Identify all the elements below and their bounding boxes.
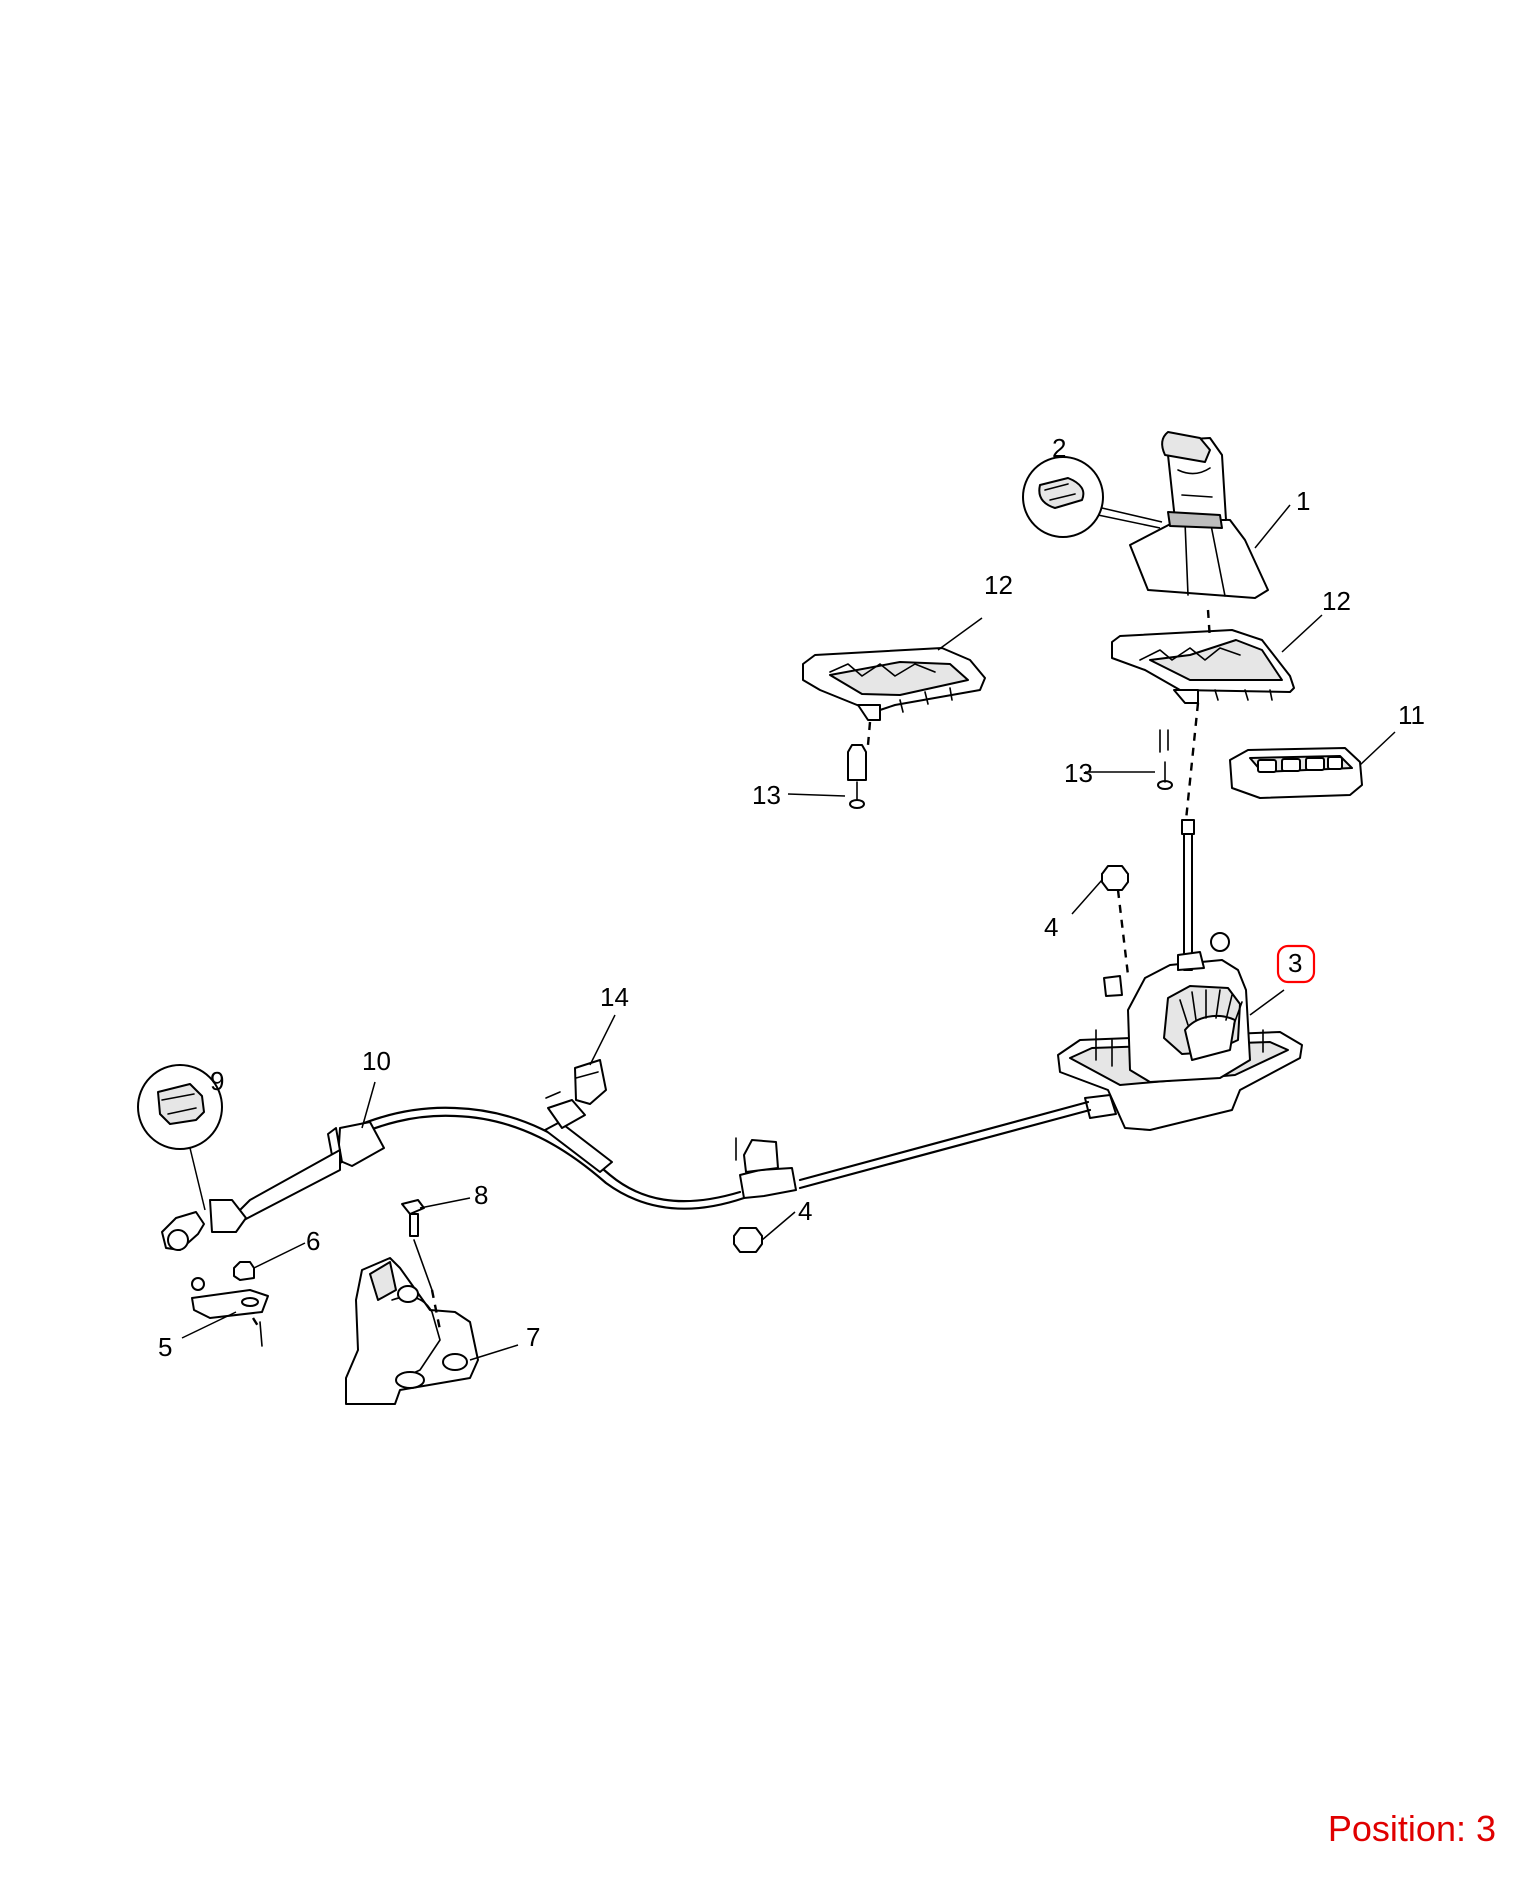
- nut-lower[interactable]: [733, 1227, 763, 1253]
- callout-9[interactable]: 9: [210, 1066, 224, 1096]
- console-trim-frame-left[interactable]: [802, 647, 986, 721]
- callout-13-left[interactable]: 13: [752, 780, 781, 810]
- cable-retaining-clip[interactable]: [545, 1059, 607, 1129]
- callout-8[interactable]: 8: [474, 1180, 488, 1210]
- callout-10[interactable]: 10: [362, 1046, 391, 1076]
- position-label: Position: 3: [1327, 1808, 1496, 1849]
- callout-14[interactable]: 14: [600, 982, 629, 1012]
- callout-12-right[interactable]: 12: [1322, 586, 1351, 616]
- callout-labels: 1 2 3 4 4 5 6 7 8 9 10 11 12 12 13 13 14: [158, 433, 1425, 1362]
- shift-cable[interactable]: [161, 1100, 1092, 1251]
- gear-knob-with-boot[interactable]: [1129, 431, 1269, 599]
- cable-end-bushing-detail[interactable]: [137, 1064, 223, 1211]
- callout-12-left[interactable]: 12: [984, 570, 1013, 600]
- nut-small[interactable]: [233, 1261, 255, 1281]
- selector-lever[interactable]: [191, 1277, 269, 1347]
- callout-3[interactable]: 3: [1288, 948, 1302, 978]
- boot-clip-detail[interactable]: [1022, 456, 1163, 538]
- console-trim-frame-right[interactable]: [1111, 629, 1295, 704]
- callout-4-upper[interactable]: 4: [1044, 912, 1058, 942]
- screw-left[interactable]: [847, 744, 867, 809]
- callout-4-lower[interactable]: 4: [798, 1196, 812, 1226]
- bolt[interactable]: [401, 1199, 433, 1291]
- switch-module[interactable]: [1229, 747, 1363, 799]
- callout-11[interactable]: 11: [1398, 700, 1425, 730]
- callout-13-right[interactable]: 13: [1064, 758, 1093, 788]
- callout-2[interactable]: 2: [1052, 433, 1066, 463]
- gear-shift-lever-assembly[interactable]: [1057, 819, 1303, 1131]
- callout-5[interactable]: 5: [158, 1332, 172, 1362]
- mounting-bracket[interactable]: [345, 1257, 479, 1405]
- nut-upper[interactable]: [1101, 865, 1129, 891]
- callout-7[interactable]: 7: [526, 1322, 540, 1352]
- screw-right[interactable]: [1157, 729, 1173, 790]
- selected-callout-highlight: [1276, 944, 1316, 984]
- callout-6[interactable]: 6: [306, 1226, 320, 1256]
- callout-1[interactable]: 1: [1296, 486, 1310, 516]
- leader-lines: [181, 504, 1396, 1361]
- assembly-lines: [251, 609, 1212, 1331]
